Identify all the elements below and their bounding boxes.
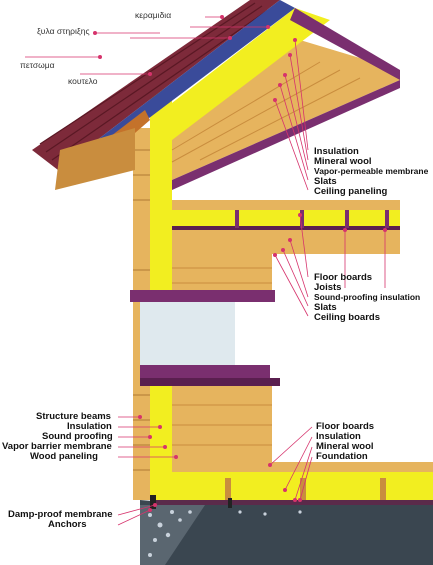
label-damp-proof-membrane: Damp-proof membrane [8, 509, 113, 520]
window-sill [140, 378, 280, 386]
label-ground-floor-boards: Floor boards [316, 421, 375, 432]
callout-lines [25, 16, 386, 526]
ground-floor-insulation [150, 470, 433, 502]
label-wood-paneling: Wood paneling [30, 451, 98, 462]
window-glass [140, 300, 235, 375]
floor-ceiling-boards [172, 230, 400, 254]
label-ceiling-mineral-wool: Mineral wool [314, 156, 372, 167]
gravel-stones [148, 510, 302, 557]
floor-insulation [172, 210, 400, 228]
label-wall-insulation: Insulation [67, 421, 112, 432]
label-joists: Joists [314, 282, 342, 293]
label-petsoma: πετσωμα [20, 60, 55, 70]
label-koutelo: κουτελο [68, 76, 98, 86]
label-ceiling-paneling: Ceiling paneling [314, 186, 388, 197]
label-anchors: Anchors [48, 519, 87, 530]
label-vapor-permeable-membrane: Vapor-permeable membrane [314, 166, 429, 176]
foundation-concrete [140, 500, 433, 565]
ground-floor-boards [165, 462, 433, 472]
label-ceiling-boards: Ceiling boards [314, 312, 380, 323]
roof-tile-lines [39, 2, 269, 161]
label-ceiling-slats: Slats [314, 176, 337, 187]
floor-membrane [172, 226, 400, 230]
ceiling-membrane [290, 8, 400, 80]
anchor [150, 495, 156, 509]
eaves-fascia [55, 128, 135, 190]
anchor [228, 498, 232, 508]
floor-boards [172, 200, 400, 210]
label-foundation: Foundation [316, 451, 368, 462]
label-floor-slats: Slats [314, 302, 337, 313]
lower-paneling [172, 386, 272, 462]
label-structure-beams: Structure beams [36, 411, 111, 422]
label-floor-boards: Floor boards [314, 272, 373, 283]
floor-joists [235, 210, 389, 228]
label-ground-mineral-wool: Mineral wool [316, 441, 374, 452]
label-vapor-barrier-membrane: Vapor barrier membrane [2, 441, 112, 452]
window-frame [140, 365, 270, 379]
ceiling-insulation [150, 8, 330, 140]
label-keramidia: κεραμιδια [135, 10, 172, 20]
ceiling-slats [172, 80, 400, 190]
label-ceiling-insulation: Insulation [314, 146, 359, 157]
roof-battens [58, 0, 295, 170]
roof-tiles [32, 0, 280, 170]
gravel-fill [140, 505, 205, 565]
label-xyla-stirixis: ξυλα στηριξης [37, 26, 90, 36]
label-sound-proofing: Sound proofing [42, 431, 113, 442]
exterior-band [130, 290, 275, 302]
callout-dots [93, 15, 387, 512]
ground-floor-membrane [150, 500, 433, 505]
wall-cladding-lines [133, 149, 150, 471]
label-ground-insulation: Insulation [316, 431, 361, 442]
label-sound-proofing-insulation: Sound-proofing insulation [314, 292, 421, 302]
